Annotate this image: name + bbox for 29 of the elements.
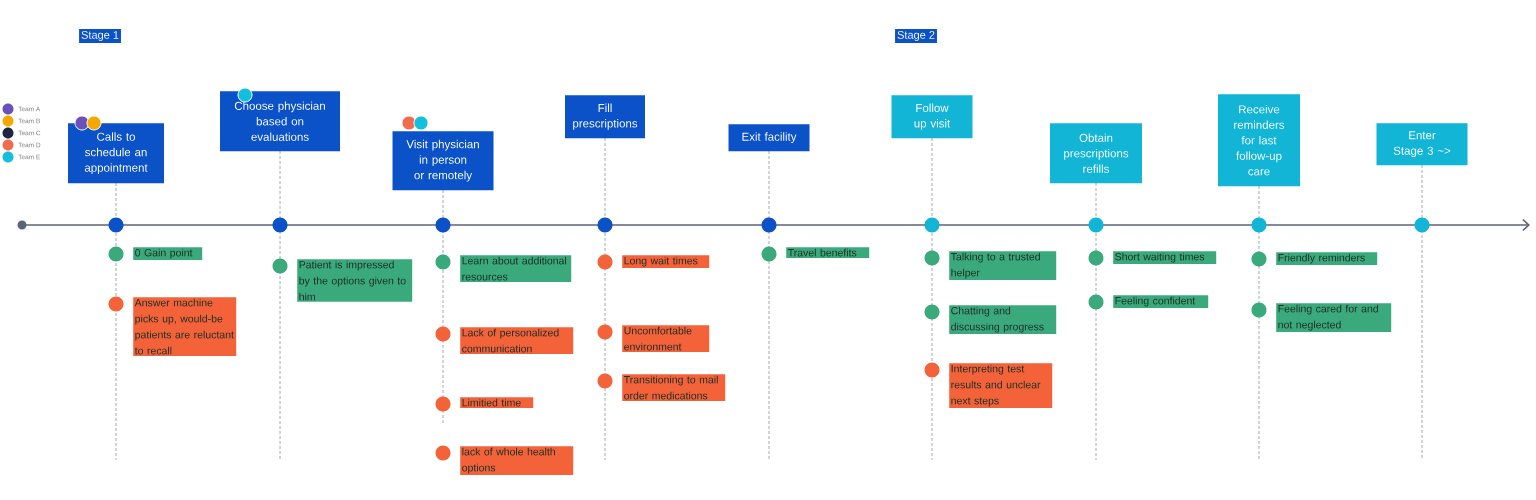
- pain-note: Lack of personalized communication: [460, 327, 574, 354]
- gain-note: Chatting and discussing progress: [949, 305, 1057, 334]
- gain-note: Patient is impressed by the options given to him: [297, 259, 413, 302]
- gain-note: Feeling cared for and not neglected: [1276, 303, 1392, 332]
- pain-note: Answer machine picks up, would-be patients are reluctant to recall: [133, 297, 237, 356]
- step-box: Enter Stage 3 ~>: [1376, 123, 1468, 166]
- pain-note: Limitied time: [460, 397, 534, 408]
- step-box: Fill prescriptions: [565, 95, 645, 139]
- step-box: Exit facility: [728, 124, 810, 152]
- step-box: Visit physician in person or remotely: [392, 131, 494, 191]
- gain-note: Friendly reminders: [1276, 252, 1378, 265]
- gain-note: Talking to a trusted helper: [949, 251, 1057, 280]
- gain-note: 0 Gain point: [133, 247, 203, 260]
- step-box: Choose physician based on evaluations: [220, 91, 340, 152]
- pain-note: Long wait times: [622, 255, 710, 268]
- pain-note: Interpreting test results and unclear next steps: [949, 363, 1053, 408]
- gain-note: Feeling confident: [1113, 295, 1209, 308]
- pain-note: Transitioning to mail order medications: [622, 374, 726, 401]
- gain-note: Travel benefits: [786, 247, 870, 258]
- step-box: Receive reminders for last follow-up care: [1218, 94, 1300, 187]
- step-box: Obtain prescriptions refills: [1050, 123, 1142, 184]
- pain-note: lack of whole health options: [460, 446, 574, 475]
- step-box: Calls to schedule an appointment: [68, 123, 164, 184]
- stage-label: Stage 2: [895, 29, 937, 43]
- gain-note: Short waiting times: [1113, 251, 1217, 264]
- step-box: Follow up visit: [891, 95, 973, 139]
- pain-note: Uncomfortable environment: [622, 325, 710, 352]
- stage-label: Stage 1: [79, 29, 121, 43]
- gain-note: Learn about additional resources: [460, 255, 572, 282]
